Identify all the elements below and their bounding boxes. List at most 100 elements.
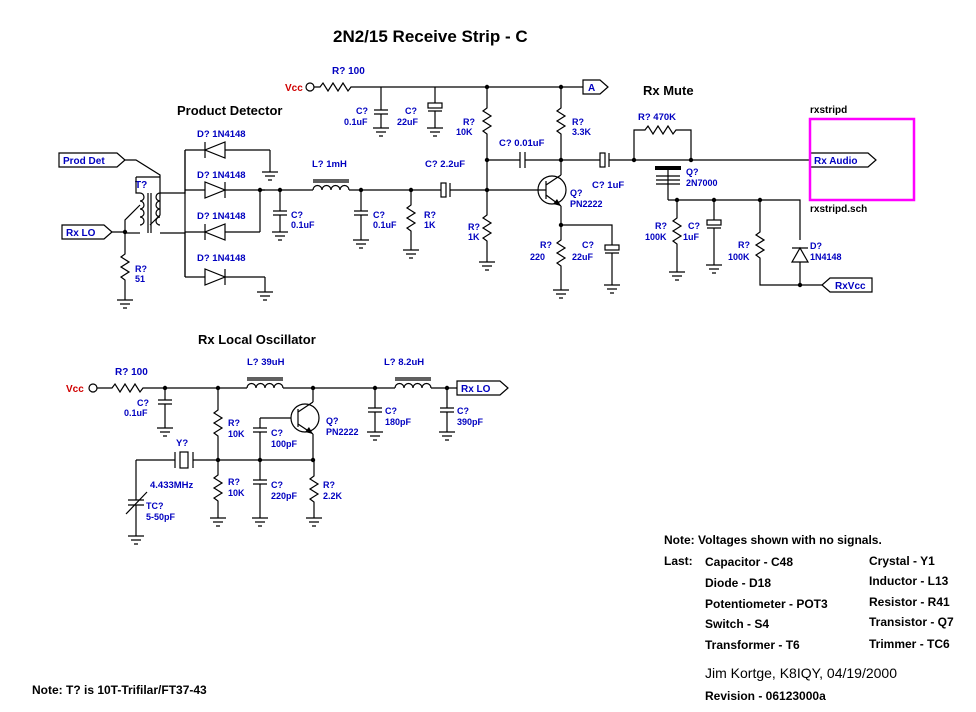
svg-text:2.2K: 2.2K	[323, 491, 343, 501]
capacitor-c22uf-mid: C? 2.2uF	[425, 159, 487, 198]
svg-text:C?: C?	[405, 106, 417, 116]
svg-text:RxVcc: RxVcc	[835, 281, 866, 292]
inductor-l39uh: L? 39uH	[246, 357, 395, 389]
diode-d1: D? 1N4148	[185, 129, 270, 159]
resistor-r100k-a: R? 100K	[645, 200, 685, 281]
svg-text:R? 100: R? 100	[115, 367, 148, 378]
svg-text:22uF: 22uF	[572, 252, 594, 262]
svg-text:180pF: 180pF	[385, 417, 412, 427]
capacitor-c01-b: C? 0.1uF	[353, 190, 397, 249]
svg-text:D? 1N4148: D? 1N4148	[197, 253, 246, 264]
svg-text:PN2222: PN2222	[570, 199, 603, 209]
svg-text:1N4148: 1N4148	[810, 252, 842, 262]
capacitor-c001: C? 0.01uF	[487, 138, 600, 168]
last-item: Transformer - T6	[705, 638, 800, 652]
svg-text:T?: T?	[135, 180, 147, 191]
svg-text:0.1uF: 0.1uF	[291, 220, 315, 230]
svg-text:1uF: 1uF	[683, 232, 700, 242]
resistor-r51: R? 51	[117, 232, 147, 309]
last-item-right: Trimmer - TC6	[869, 637, 950, 651]
resistor-r1k-b: R? 1K	[468, 190, 495, 271]
svg-text:C? 0.01uF: C? 0.01uF	[499, 138, 545, 149]
resistor-r220: R? 220	[530, 225, 569, 299]
svg-text:Q?: Q?	[686, 167, 699, 177]
port-rx-lo-in: Rx LO	[61, 224, 113, 240]
sheet-name: rxstripd	[810, 105, 847, 116]
svg-text:L? 39uH: L? 39uH	[247, 357, 285, 368]
transistor-q2: Q? 2N7000	[655, 159, 718, 200]
inductor-l82uh: L? 8.2uH	[384, 357, 457, 389]
svg-text:100K: 100K	[728, 252, 750, 262]
svg-text:D? 1N4148: D? 1N4148	[197, 211, 246, 222]
transistor-q1: Q? PN2222	[537, 174, 603, 209]
capacitor-c220pf: C? 220pF	[252, 460, 298, 527]
svg-text:D? 1N4148: D? 1N4148	[197, 170, 246, 181]
diode-d5: D? 1N4148	[790, 241, 842, 285]
capacitor-c1uf-b: C? 1uF	[683, 200, 722, 274]
note-voltages: Note: Voltages shown with no signals.	[664, 533, 882, 547]
capacitor-c01-top: C? 0.1uF	[344, 87, 389, 137]
crystal-y: Y?	[136, 438, 260, 469]
svg-text:C?: C?	[356, 106, 368, 116]
resistor-r10k-lo1: R? 10K	[212, 388, 245, 460]
port-rx-vcc: RxVcc	[800, 277, 873, 293]
svg-text:Rx LO: Rx LO	[461, 384, 491, 395]
svg-text:TC?: TC?	[146, 501, 164, 511]
svg-text:R? 470K: R? 470K	[638, 112, 676, 123]
sheet-highlight-box	[808, 117, 916, 202]
svg-text:Q?: Q?	[570, 188, 583, 198]
svg-text:5-50pF: 5-50pF	[146, 512, 176, 522]
schematic-title: 2N2/15 Receive Strip - C	[333, 27, 528, 46]
svg-text:R? 100: R? 100	[332, 66, 365, 77]
capacitor-c100pf: C? 100pF	[253, 418, 298, 460]
svg-text:C? 2.2uF: C? 2.2uF	[425, 159, 465, 170]
svg-text:R?: R?	[463, 117, 475, 127]
svg-text:PN2222: PN2222	[326, 427, 359, 437]
svg-text:R?: R?	[228, 418, 240, 428]
svg-text:C?: C?	[582, 240, 594, 250]
svg-text:51: 51	[135, 274, 145, 284]
section-product-detector: Product Detector	[177, 103, 282, 118]
svg-text:C?: C?	[688, 221, 700, 231]
svg-text:220pF: 220pF	[271, 491, 298, 501]
last-item: Diode - D18	[705, 576, 771, 590]
last-item-right: Transistor - Q7	[869, 615, 954, 629]
resistor-r10k-lo2: R? 10K	[210, 460, 245, 527]
svg-text:100K: 100K	[645, 232, 667, 242]
svg-text:Q?: Q?	[326, 416, 339, 426]
port-rx-audio: Rx Audio	[809, 152, 877, 168]
diode-d2: D? 1N4148	[185, 170, 265, 199]
svg-text:C?: C?	[457, 406, 469, 416]
svg-text:3.3K: 3.3K	[572, 127, 592, 137]
svg-text:D?: D?	[810, 241, 822, 251]
svg-text:A: A	[588, 83, 595, 94]
diode-d4: D? 1N4148	[185, 253, 265, 286]
revision-line: Revision - 06123000a	[705, 689, 826, 703]
section-rx-local-oscillator: Rx Local Oscillator	[198, 332, 316, 347]
last-item: Potentiometer - POT3	[705, 597, 828, 611]
sheet-file: rxstripd.sch	[810, 204, 867, 215]
svg-text:Rx Audio: Rx Audio	[814, 156, 858, 167]
svg-text:Prod Det: Prod Det	[63, 156, 105, 167]
svg-text:C?: C?	[291, 210, 303, 220]
svg-text:R?: R?	[135, 264, 147, 274]
svg-text:C?: C?	[137, 398, 149, 408]
svg-text:L? 1mH: L? 1mH	[312, 159, 347, 170]
port-rx-lo-out: Rx LO	[456, 380, 509, 396]
inductor-l1mh: L? 1mH	[312, 159, 441, 191]
capacitor-c22uf-top: C? 22uF	[397, 87, 443, 137]
trimmer-tc: TC? 5-50pF	[125, 460, 176, 545]
svg-text:10K: 10K	[456, 127, 473, 137]
note-last-label: Last:	[664, 554, 693, 568]
vcc-port-top: Vcc	[285, 82, 315, 94]
svg-text:0.1uF: 0.1uF	[124, 408, 148, 418]
svg-text:0.1uF: 0.1uF	[373, 220, 397, 230]
port-prod-det: Prod Det	[58, 152, 126, 168]
svg-text:R?: R?	[572, 117, 584, 127]
svg-text:390pF: 390pF	[457, 417, 484, 427]
svg-text:R?: R?	[655, 221, 667, 231]
svg-text:R?: R?	[424, 210, 436, 220]
svg-text:C? 1uF: C? 1uF	[592, 180, 624, 191]
capacitor-c01-lo: C? 0.1uF	[124, 388, 173, 437]
